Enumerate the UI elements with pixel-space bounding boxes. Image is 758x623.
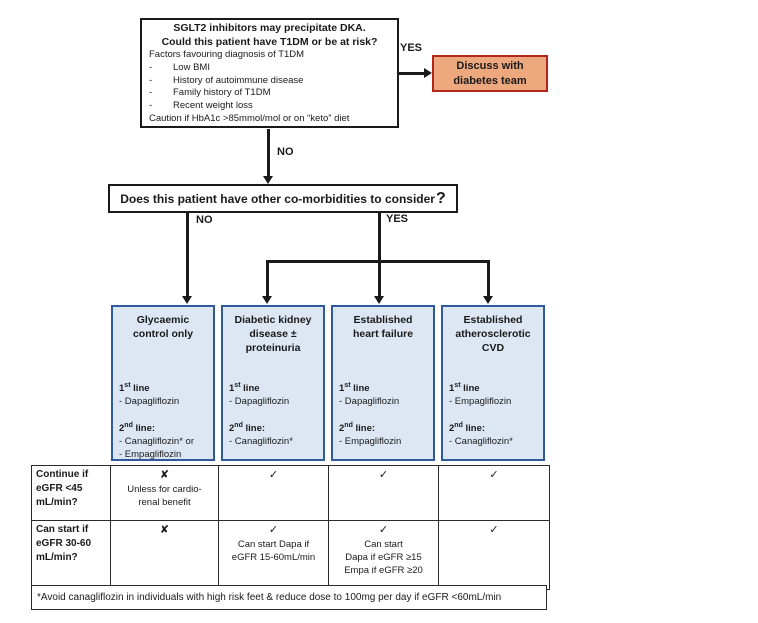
table-cell: ✘	[110, 520, 219, 590]
bullet-text: History of autoimmune disease	[173, 74, 304, 86]
second-line-drugs: - Canagliflozin*	[449, 436, 513, 448]
dka-bullet: - Recent weight loss	[145, 100, 394, 113]
table-cell: ✓	[328, 465, 439, 521]
table-row: Can start if eGFR 30-60 mL/min? ✘ ✓ Can s…	[31, 520, 550, 590]
dka-bullet: - History of autoimmune disease	[145, 75, 394, 88]
connector-no-top	[267, 129, 270, 177]
dka-title-line2: Could this patient have T1DM or be at ri…	[161, 36, 378, 48]
first-line-drugs: - Empagliflozin	[449, 396, 512, 408]
arrowhead-down-icon	[262, 296, 272, 304]
second-line-label: 2nd line:	[229, 422, 266, 435]
check-mark-icon: ✓	[378, 524, 389, 536]
connector-drop-box2	[266, 260, 269, 297]
canagliflozin-footnote: *Avoid canagliflozin in individuals with…	[31, 585, 547, 610]
first-line-drugs: - Dapagliflozin	[119, 396, 180, 408]
second-line-label: 2nd line:	[449, 422, 486, 435]
question-mark: ?	[435, 189, 446, 207]
row-header-continue: Continue if eGFR <45 mL/min?	[31, 465, 111, 521]
cell-note: Can start Dapa if eGFR ≥15 Empa if eGFR …	[344, 539, 423, 576]
second-line-drugs: - Canagliflozin* or - Empagliflozin	[119, 436, 194, 461]
arrowhead-down-icon	[263, 176, 273, 184]
pathway-box-kidney: Diabetic kidney disease ± proteinuria 1s…	[221, 305, 325, 461]
pathway-box-heart-failure: Established heart failure 1st line - Dap…	[331, 305, 435, 461]
cell-note: Can start Dapa if eGFR 15-60mL/min	[231, 539, 316, 563]
dka-bullet: - Low BMI	[145, 62, 394, 75]
yes-label-branch: YES	[386, 213, 409, 225]
question-text: Does this patient have other co-morbidit…	[120, 191, 435, 206]
pathway-box-glycaemic: Glycaemic control only 1st line - Dapagl…	[111, 305, 215, 461]
bullet-dash: -	[149, 100, 153, 112]
discuss-diabetes-team-box: Discuss with diabetes team	[432, 55, 548, 92]
connector-horizontal	[266, 260, 489, 263]
dka-bullet: - Family history of T1DM	[145, 87, 394, 100]
comorbidities-question-box: Does this patient have other co-morbidit…	[108, 184, 458, 213]
x-mark-icon: ✘	[159, 524, 170, 536]
first-line-label: 1st line	[449, 382, 480, 395]
check-mark-icon: ✓	[378, 469, 389, 481]
table-cell: ✓	[438, 465, 550, 521]
check-mark-icon: ✓	[268, 469, 279, 481]
bullet-text: Low BMI	[173, 61, 210, 73]
bullet-text: Recent weight loss	[173, 100, 253, 112]
first-line-drugs: - Dapagliflozin	[229, 396, 290, 408]
arrowhead-right-icon	[424, 68, 432, 78]
table-cell: ✓ Can start Dapa if eGFR 15-60mL/min	[218, 520, 329, 590]
pathway-title: Diabetic kidney disease ± proteinuria	[234, 314, 312, 354]
second-line-label: 2nd line:	[339, 422, 376, 435]
bullet-dash: -	[149, 61, 153, 73]
bullet-dash: -	[149, 87, 153, 99]
pathway-title: Glycaemic control only	[132, 314, 194, 340]
cell-note: Unless for cardio- renal benefit	[127, 484, 202, 508]
arrowhead-down-icon	[483, 296, 493, 304]
first-line-drugs: - Dapagliflozin	[339, 396, 400, 408]
no-label-branch: NO	[196, 214, 213, 226]
table-cell: ✓	[218, 465, 329, 521]
second-line-drugs: - Empagliflozin	[339, 436, 402, 448]
dka-intro: Factors favouring diagnosis of T1DM	[149, 49, 305, 60]
first-line-label: 1st line	[229, 382, 260, 395]
table-cell: ✘ Unless for cardio- renal benefit	[110, 465, 219, 521]
arrowhead-down-icon	[374, 296, 384, 304]
dka-caution: Caution if HbA1c >85mmol/mol or on “keto…	[149, 112, 350, 124]
table-cell: ✓	[438, 520, 550, 590]
egfr-table: Continue if eGFR <45 mL/min? ✘ Unless for…	[31, 465, 550, 590]
table-cell: ✓ Can start Dapa if eGFR ≥15 Empa if eGFR…	[328, 520, 439, 590]
connector-no-branch	[186, 213, 189, 297]
x-mark-icon: ✘	[159, 469, 170, 481]
connector-drop-box4	[487, 260, 490, 297]
yes-label-top: YES	[400, 42, 423, 54]
first-line-label: 1st line	[339, 382, 370, 395]
row-header-can-start: Can start if eGFR 30-60 mL/min?	[31, 520, 111, 590]
second-line-label: 2nd line:	[119, 422, 156, 435]
arrowhead-down-icon	[182, 296, 192, 304]
connector-yes-branch	[378, 213, 381, 297]
bullet-text: Family history of T1DM	[173, 87, 271, 99]
check-mark-icon: ✓	[268, 524, 279, 536]
first-line-label: 1st line	[119, 382, 150, 395]
no-label-top: NO	[277, 146, 294, 158]
bullet-dash: -	[149, 74, 153, 86]
check-mark-icon: ✓	[489, 469, 499, 481]
table-row: Continue if eGFR <45 mL/min? ✘ Unless for…	[31, 465, 550, 521]
connector-yes-top	[399, 72, 425, 75]
second-line-drugs: - Canagliflozin*	[229, 436, 293, 448]
check-mark-icon: ✓	[489, 524, 499, 536]
pathway-title: Established atherosclerotic CVD	[455, 314, 531, 354]
pathway-title: Established heart failure	[352, 314, 414, 340]
pathway-box-cvd: Established atherosclerotic CVD 1st line…	[441, 305, 545, 461]
dka-risk-box: SGLT2 inhibitors may precipitate DKA. Co…	[140, 18, 399, 128]
dka-title-line1: SGLT2 inhibitors may precipitate DKA.	[173, 22, 366, 34]
